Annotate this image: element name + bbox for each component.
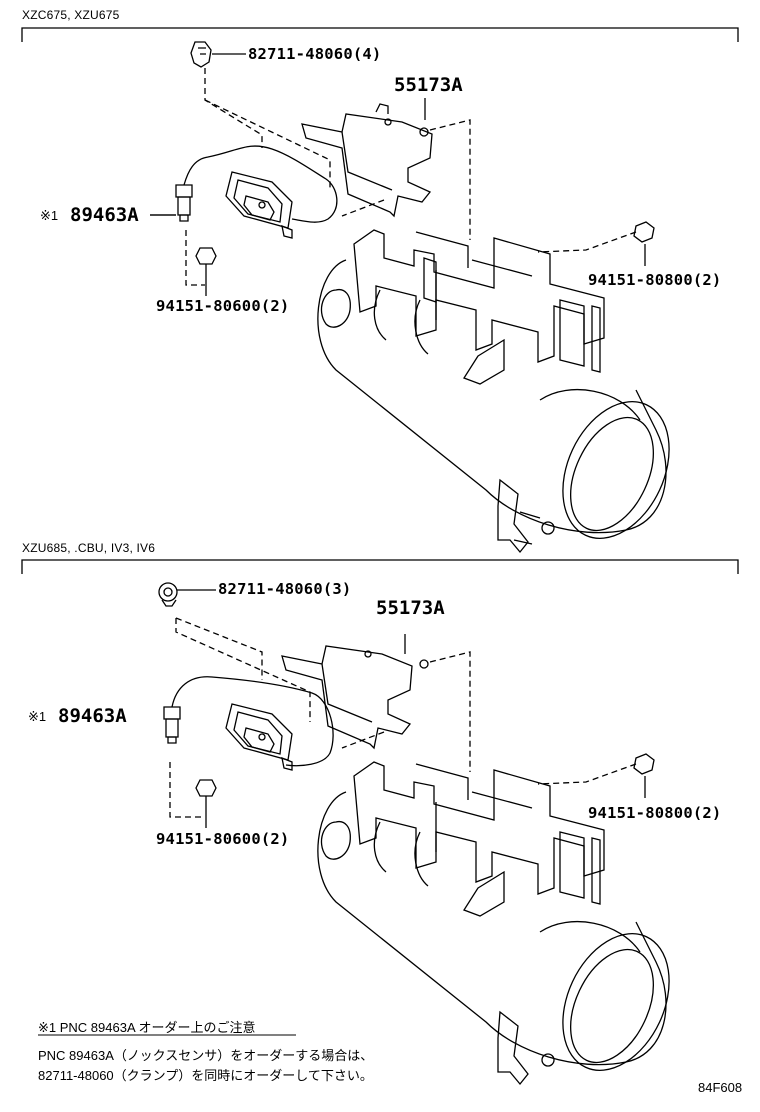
sensor-module-icon: [225, 703, 293, 771]
dpf-muffler-icon: [317, 761, 670, 1086]
section-frame-top: [21, 27, 739, 42]
bolt-left-icon: [195, 779, 217, 828]
note-title: ※1 PNC 89463A オーダー上のご注意: [38, 1020, 256, 1035]
bracket-icon: [281, 634, 471, 772]
sensor-module-icon: [225, 171, 293, 239]
part-number-bolt-right: 94151-80800(2): [588, 271, 722, 289]
part-number-sensor: 89463A: [70, 204, 139, 226]
clamp-icon: [190, 41, 246, 68]
clamp-icon: [158, 582, 216, 607]
figure-code: 84F608: [698, 1080, 743, 1095]
part-number-clamp: 82711-48060(3): [218, 580, 352, 598]
bolt-left-icon: [195, 247, 217, 296]
note-line-2: 82711-48060（クランプ）を同時にオーダーして下さい。: [38, 1068, 373, 1083]
part-number-bolt-left: 94151-80600(2): [156, 297, 290, 315]
assembly-top: [150, 41, 670, 554]
part-number-bolt-left: 94151-80600(2): [156, 830, 290, 848]
model-label: XZC675, XZU675: [22, 8, 120, 22]
nox-sensor-icon: [150, 145, 338, 223]
note-line-1: PNC 89463A（ノックスセンサ）をオーダーする場合は、: [38, 1048, 374, 1063]
bolt-right-icon: [537, 221, 655, 266]
part-number-sensor: 89463A: [58, 705, 127, 727]
footnote-mark: ※1: [40, 208, 59, 223]
model-label: XZU685, .CBU, IV3, IV6: [22, 541, 156, 555]
footnote-mark: ※1: [28, 709, 47, 724]
part-number-bracket: 55173A: [376, 597, 445, 619]
part-number-clamp: 82711-48060(4): [248, 45, 382, 63]
bolt-right-icon: [537, 753, 655, 798]
part-number-bolt-right: 94151-80800(2): [588, 804, 722, 822]
dpf-muffler-icon: [317, 229, 670, 554]
nox-sensor-icon: [163, 676, 334, 767]
part-number-bracket: 55173A: [394, 74, 463, 96]
bracket-icon: [301, 98, 471, 240]
section-frame-bottom: [21, 559, 739, 574]
assembly-bottom: [158, 582, 670, 1086]
